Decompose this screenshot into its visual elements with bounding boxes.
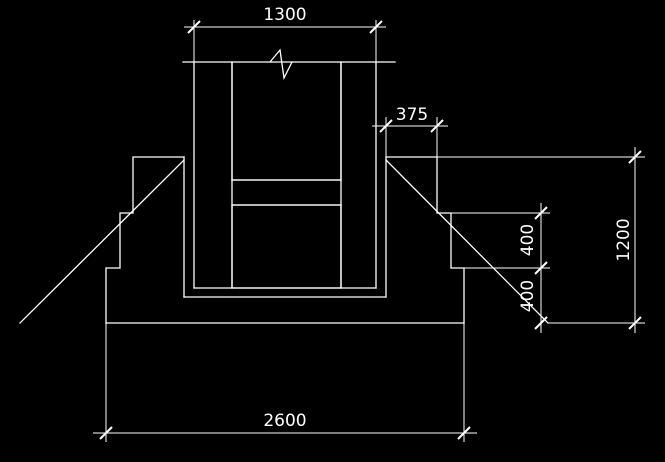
break-line-symbol — [269, 48, 293, 81]
dimension-top-width-text: 1300 — [263, 5, 306, 25]
dimension-base-width: 2600 — [93, 323, 477, 442]
h-section-void — [231, 62, 342, 288]
dimension-side-offset: 375 — [372, 105, 448, 157]
dimension-total-height: 1200 — [437, 147, 645, 333]
slope-line-left — [19, 159, 185, 324]
dimension-step-upper-text: 400 — [518, 224, 538, 256]
footing-right-steps — [385, 156, 465, 324]
h-section-outline — [231, 61, 342, 289]
footing-left-steps — [105, 156, 185, 324]
dimension-step-lower-text: 400 — [518, 280, 538, 312]
dimension-top-width: 1300 — [184, 5, 386, 62]
dimension-side-offset-text: 375 — [396, 105, 428, 125]
column-outline — [182, 61, 396, 298]
dimension-base-width-text: 2600 — [263, 411, 306, 431]
dimension-step-heights: 400 400 — [451, 203, 550, 333]
slope-line-right — [385, 159, 549, 324]
dimension-total-height-text: 1200 — [614, 218, 634, 261]
